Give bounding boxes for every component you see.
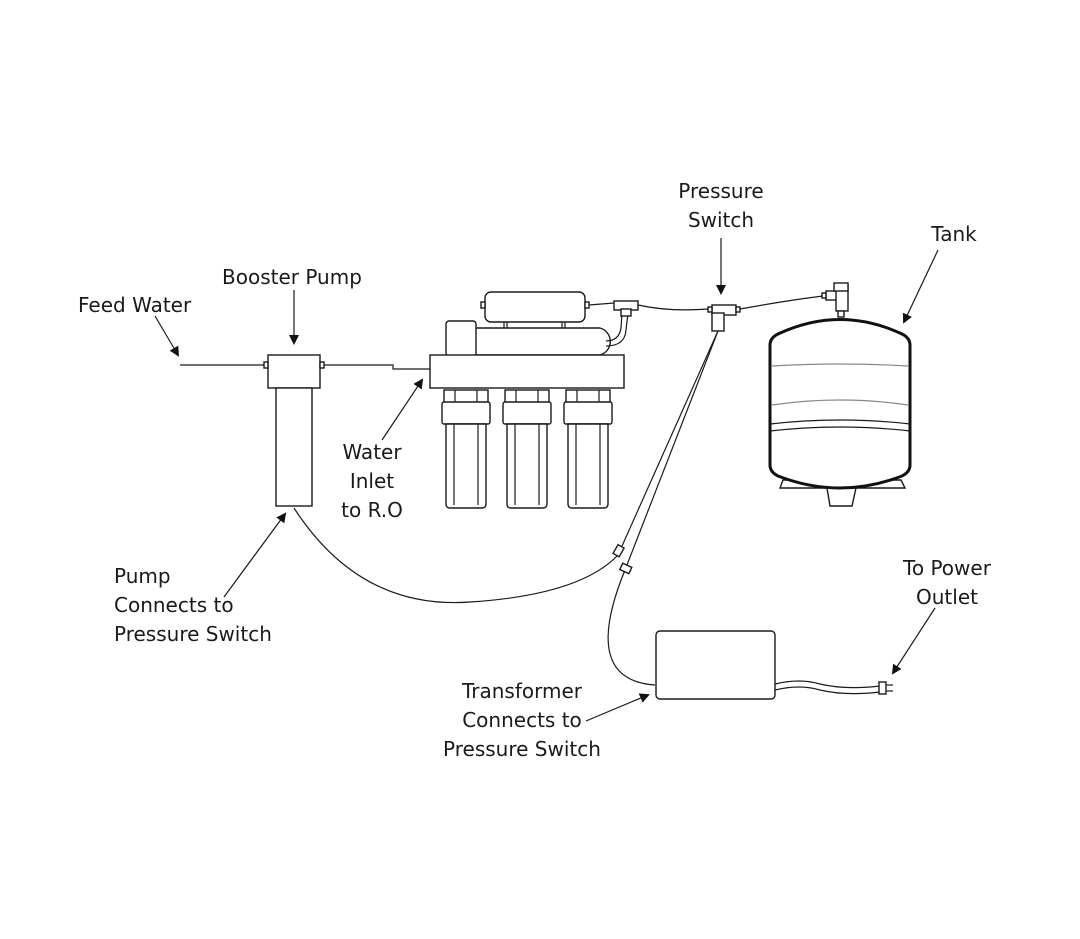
filter-housing-3 xyxy=(563,389,613,509)
label-pressure-switch-2: Switch xyxy=(688,208,754,232)
booster-pump xyxy=(263,354,325,507)
transformer-wire xyxy=(607,330,719,686)
power-outlet-arrow xyxy=(891,607,936,675)
label-pump-connects-3: Pressure Switch xyxy=(114,622,272,646)
transformer-connects-arrow xyxy=(585,693,650,722)
ro-unit xyxy=(429,291,639,389)
label-water-inlet-2: Inlet xyxy=(350,469,394,493)
tank-arrow xyxy=(902,249,939,324)
filter-housing-2 xyxy=(502,389,552,509)
storage-tank xyxy=(768,318,912,507)
label-power-outlet-2: Outlet xyxy=(916,585,978,609)
label-feed-water: Feed Water xyxy=(78,293,192,317)
wire-connector-2 xyxy=(618,562,633,575)
ro-to-switch-line xyxy=(637,304,709,311)
label-pump-connects-1: Pump xyxy=(114,564,171,588)
pump-wire xyxy=(293,330,719,604)
label-power-outlet-1: To Power xyxy=(902,556,992,580)
label-pressure-switch-1: Pressure xyxy=(678,179,763,203)
transformer xyxy=(655,630,776,700)
water-inlet-arrow xyxy=(381,378,424,441)
wire-connector-1 xyxy=(612,543,626,558)
label-booster-pump: Booster Pump xyxy=(222,265,362,289)
feed-water-arrow xyxy=(154,315,180,357)
pump-to-ro-line xyxy=(324,364,432,370)
filter-housing-1 xyxy=(441,389,491,509)
label-water-inlet-1: Water xyxy=(342,440,402,464)
tank-valve xyxy=(821,282,849,318)
label-tank: Tank xyxy=(930,222,977,246)
label-water-inlet-3: to R.O xyxy=(341,498,403,522)
switch-to-tank-line xyxy=(739,295,824,310)
label-pump-connects-2: Connects to xyxy=(114,593,234,617)
label-transformer-1: Transformer xyxy=(461,679,583,703)
pressure-switch xyxy=(707,304,741,332)
label-transformer-2: Connects to xyxy=(462,708,582,732)
pump-connects-arrow xyxy=(223,512,287,598)
power-cord xyxy=(774,680,893,695)
label-transformer-3: Pressure Switch xyxy=(443,737,601,761)
